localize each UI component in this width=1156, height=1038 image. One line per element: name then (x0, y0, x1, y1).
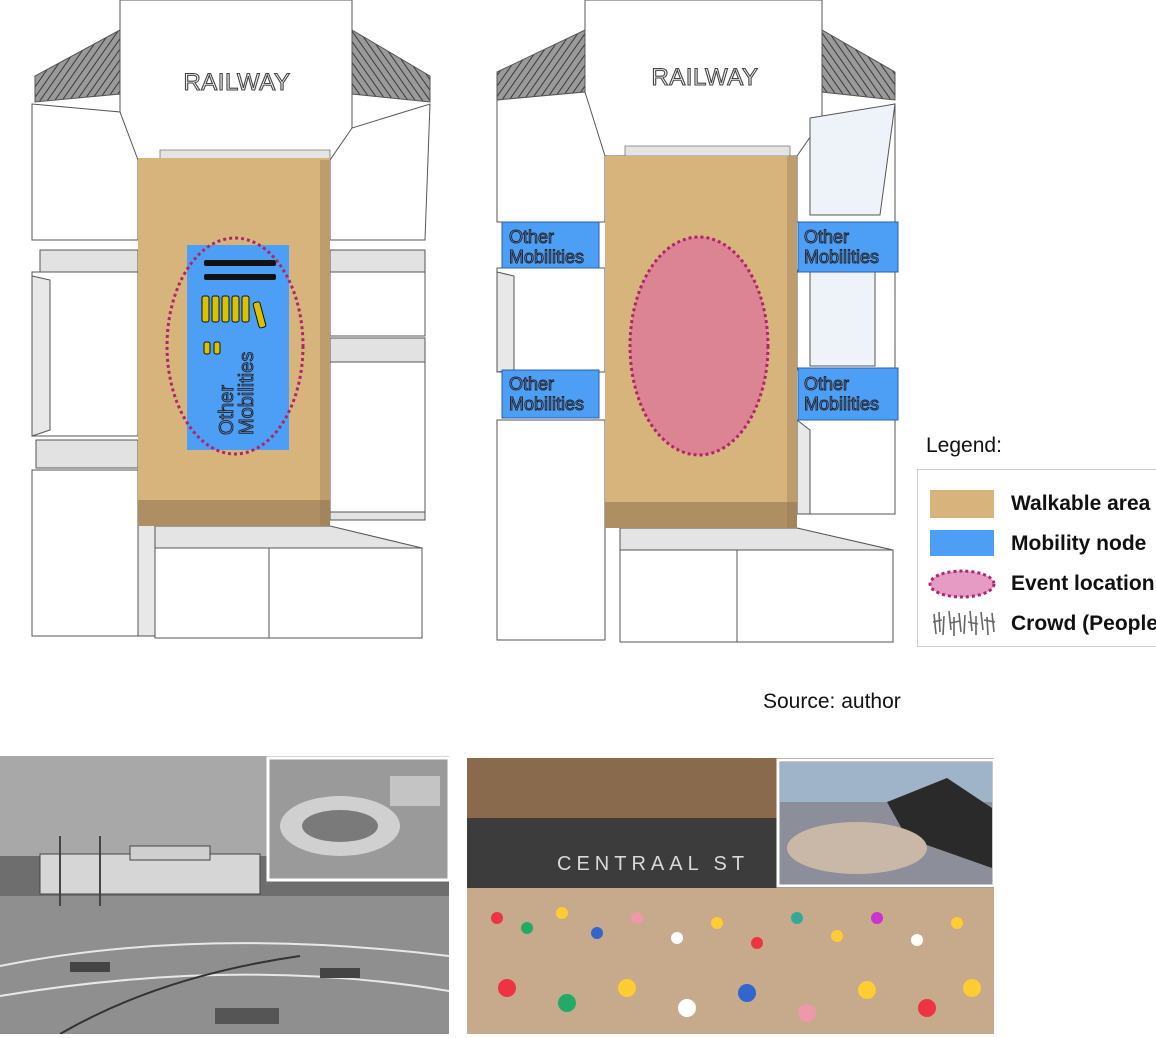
legend-label: Event location (1011, 572, 1155, 595)
buildings-right-column (796, 103, 896, 515)
svg-text:CENTRAAL ST: CENTRAAL ST (557, 853, 749, 875)
crowd-icon (932, 610, 996, 636)
source-caption: Source: author (763, 690, 901, 713)
rail-tracks-right (821, 29, 896, 101)
event-crowd-photo: CENTRAAL ST (467, 758, 994, 1034)
diagram-after: RAILWAY Othe (496, 0, 899, 643)
legend-title: Legend: (926, 434, 1002, 457)
mobility-node-top-left (501, 221, 600, 269)
rail-tracks-left (34, 29, 121, 103)
legend-label: Walkable area (1011, 492, 1151, 515)
legend-label: Crowd (People) (1011, 612, 1156, 635)
mobility-label-vertical: Other Mobilities (216, 352, 258, 435)
rail-tracks-right (351, 29, 431, 103)
buildings-bottom (619, 527, 894, 643)
mobility-node-top-right (797, 221, 899, 273)
buildings-bottom (154, 525, 423, 639)
buildings-left-column (496, 91, 606, 641)
station-diagrams: RAILWAY (31, 0, 899, 643)
historic-photo-drawing (0, 756, 449, 1034)
railway-label: RAILWAY (183, 69, 290, 96)
event-swatch (928, 569, 996, 599)
event-photo-drawing: CENTRAAL ST (467, 758, 994, 1034)
legend: Walkable area Mobility node Event locati… (917, 469, 1156, 647)
historic-station-photo (0, 756, 449, 1034)
vehicles (201, 260, 276, 355)
rail-tracks-left (496, 29, 586, 101)
mobility-node-bottom-left (501, 369, 600, 419)
buildings-left-column (31, 103, 156, 637)
mobility-node-bottom-right (797, 367, 899, 421)
legend-item-crowd: Crowd (People) (918, 604, 1156, 644)
event-location-outline (165, 236, 305, 456)
walkable-swatch (930, 490, 994, 518)
legend-label: Mobility node (1011, 532, 1147, 555)
event-location (628, 235, 770, 457)
buildings-right-column (329, 103, 431, 521)
legend-item-walkable: Walkable area (918, 484, 1156, 524)
diagram-before: RAILWAY (31, 0, 431, 639)
legend-item-mobility: Mobility node (918, 524, 1156, 564)
legend-item-event: Event location (918, 564, 1156, 604)
railway-label: RAILWAY (651, 64, 758, 91)
mobility-swatch (930, 530, 994, 556)
